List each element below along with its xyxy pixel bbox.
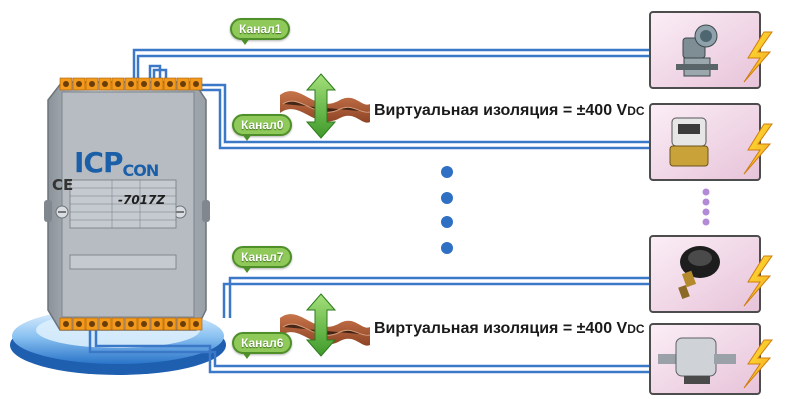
terminal-screw-head: [180, 321, 186, 327]
terminal-screw-head: [89, 321, 95, 327]
terminal-screw-head: [154, 321, 160, 327]
brand-logo: ICPCON: [74, 146, 160, 180]
proximity-sensor-icon: [678, 246, 720, 300]
double-arrow-icon-1: [305, 73, 337, 139]
brand-name: ICP: [74, 146, 123, 179]
pressure-transmitter-icon: [676, 24, 718, 77]
terminal-screw-head: [167, 81, 173, 87]
terminal-screw-head: [167, 321, 173, 327]
flow-meter-icon: [669, 117, 709, 167]
terminal-screw-head: [141, 81, 147, 87]
lightning-icon-2: [743, 123, 773, 175]
terminal-screw-head: [76, 81, 82, 87]
terminal-screw-head: [63, 321, 69, 327]
sensor-panel-3: [649, 235, 761, 313]
lightning-icon-1: [743, 31, 773, 83]
model-number: -7017Z: [118, 193, 166, 207]
channel-label-7: Канал7: [232, 246, 293, 273]
sensor-panel-2: [649, 103, 761, 181]
terminal-screw-head: [76, 321, 82, 327]
channel-label-6: Канал6: [232, 332, 293, 359]
terminal-screw-head: [128, 321, 134, 327]
terminal-block-top: [59, 77, 203, 91]
terminal-screw-head: [193, 321, 199, 327]
terminal-screw-head: [102, 321, 108, 327]
sensor-panel-4: [649, 323, 761, 395]
torque-sensor-icon: [658, 337, 736, 384]
isolation-unit-2: DC: [627, 322, 645, 336]
sensor-panel-1: [649, 11, 761, 89]
terminal-screw-head: [115, 81, 121, 87]
double-arrow-icon-2: [305, 293, 337, 357]
terminal-screw-head: [115, 321, 121, 327]
channel-label-1: Канал1: [230, 18, 291, 45]
isolation-unit-1: DC: [627, 104, 645, 118]
lightning-icon-4: [743, 339, 774, 389]
lightning-icon-3: [743, 255, 773, 307]
isolation-label-2: Виртуальная изоляция = ±400 V: [374, 320, 628, 337]
terminal-screw-head: [89, 81, 95, 87]
channel-label-0: Канал0: [232, 114, 293, 141]
ce-mark: CE: [52, 176, 74, 194]
isolation-text-1: Виртуальная изоляция = ±400 VDC: [374, 102, 645, 120]
terminal-screw-head: [180, 81, 186, 87]
sensor-ellipsis-dots: [702, 188, 710, 226]
isolation-label-1: Виртуальная изоляция = ±400 V: [374, 102, 628, 119]
terminal-screw-head: [154, 81, 160, 87]
terminal-screw-head: [193, 81, 199, 87]
io-module: [44, 81, 210, 331]
terminal-screw-head: [102, 81, 108, 87]
terminal-screw-head: [128, 81, 134, 87]
terminal-screw-head: [141, 321, 147, 327]
terminal-screw-head: [63, 81, 69, 87]
terminal-block-bottom: [59, 317, 203, 331]
channel-ellipsis-dots: [441, 166, 453, 254]
brand-sub: CON: [122, 161, 160, 180]
isolation-text-2: Виртуальная изоляция = ±400 VDC: [374, 320, 645, 338]
